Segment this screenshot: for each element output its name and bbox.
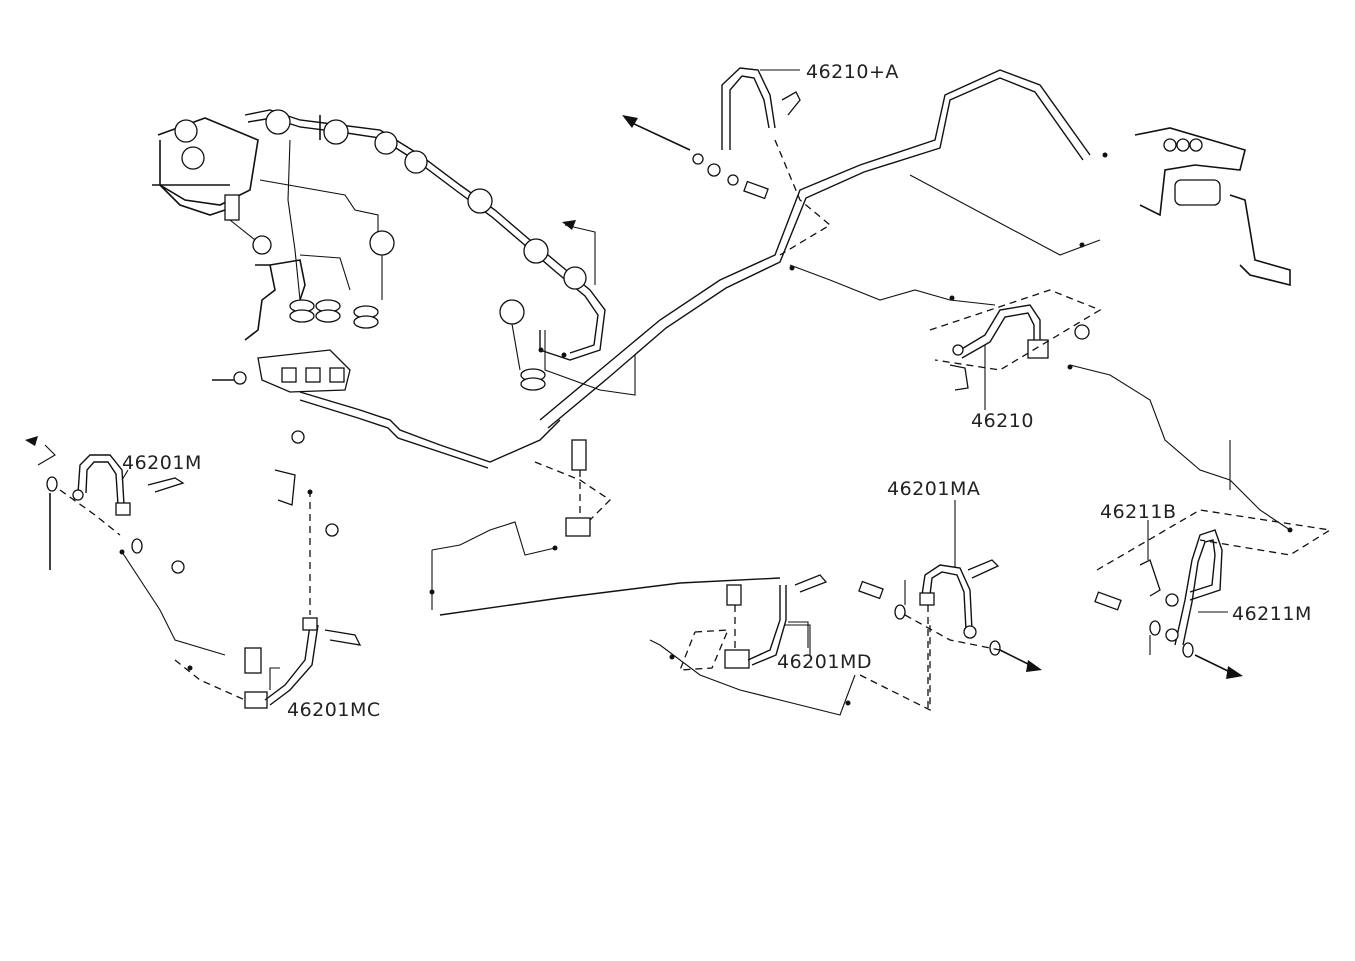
part-46201MD-hose — [649, 574, 931, 716]
arrow-icon — [562, 220, 576, 230]
label-46210A: 46210+A — [806, 61, 899, 83]
arrow-icon — [622, 115, 638, 128]
label-46201MD: 46201MD — [777, 651, 872, 673]
label-46201M: 46201M — [122, 452, 202, 474]
clip-icon — [794, 574, 828, 593]
label-46211M: 46211M — [1232, 603, 1312, 625]
label-46211B: 46211B — [1100, 501, 1176, 523]
part-46201MC-hose — [174, 469, 362, 709]
bolt-icon — [571, 439, 587, 471]
arrow-icon — [1226, 666, 1243, 679]
label-46210: 46210 — [971, 410, 1034, 432]
bolt-icon — [291, 430, 305, 444]
bolt-icon — [1094, 591, 1122, 611]
hose-coils — [289, 299, 546, 391]
part-46211M-hose — [1094, 440, 1332, 679]
arrow-icon — [1026, 660, 1042, 672]
brake-pedal-assembly — [1134, 127, 1291, 287]
arrow-icon — [25, 436, 38, 446]
part-46210-tube — [929, 289, 1291, 531]
clip-icon — [147, 477, 185, 493]
clip-icon — [967, 559, 1000, 579]
center-bracket — [431, 439, 781, 616]
leader-lines — [121, 469, 1228, 690]
master-cylinder-assembly — [152, 117, 306, 341]
bolt-icon — [325, 523, 339, 537]
clip-icon — [1139, 559, 1161, 597]
bolt-icon — [171, 560, 185, 574]
bolt-icon — [244, 647, 262, 674]
part-46201MA-hose — [858, 500, 1042, 710]
bolt-icon — [233, 371, 247, 385]
bolt-icon — [726, 584, 742, 606]
clip-icon — [324, 629, 362, 646]
rear-brake-tube — [539, 69, 1101, 429]
bolt-icon — [743, 180, 769, 200]
clip-icon — [949, 364, 969, 391]
clip-icon — [274, 469, 296, 506]
motor-symbol-icon — [252, 235, 272, 255]
junction-block — [212, 349, 561, 537]
label-46201MC: 46201MC — [287, 699, 381, 721]
bolt-icon — [1074, 324, 1090, 340]
label-46201MA: 46201MA — [887, 478, 980, 500]
clip-icon — [781, 91, 801, 116]
connection-dots — [119, 152, 1293, 706]
brake-tube-loop — [244, 109, 636, 396]
part-46201M-hose — [25, 436, 226, 656]
part-46210A-tube — [622, 67, 832, 256]
bolt-icon — [858, 580, 884, 600]
